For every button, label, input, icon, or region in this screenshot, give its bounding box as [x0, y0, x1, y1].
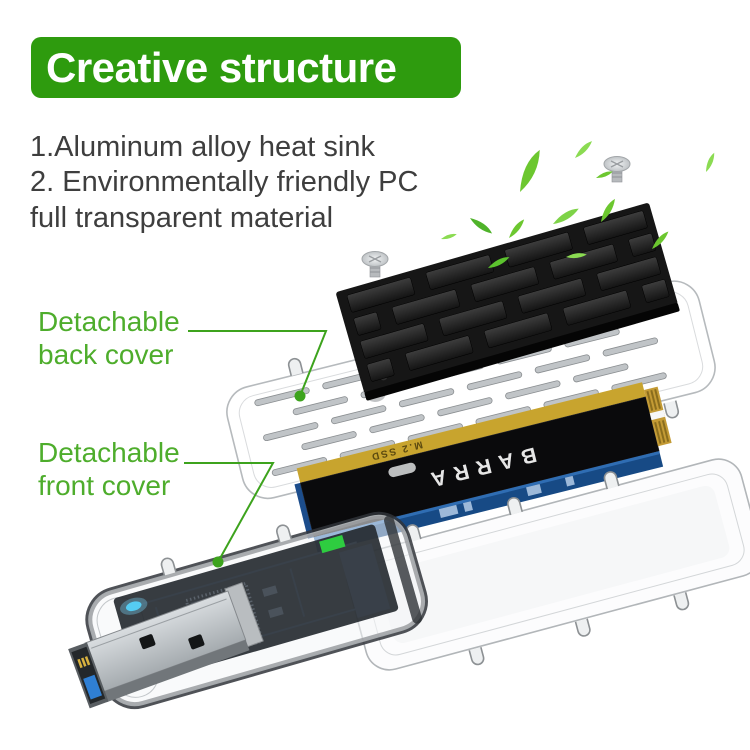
feature-line-1: 1.Aluminum alloy heat sink [30, 131, 375, 163]
leader-line-back-cover [188, 330, 328, 397]
callout-back-line-2: back cover [38, 338, 174, 370]
callout-back-line-1: Detachable [38, 306, 180, 337]
heat-sink-fins [346, 210, 670, 382]
callout-front-line-1: Detachable [38, 437, 180, 468]
title-banner: Creative structure [31, 37, 461, 98]
led-indicator-icon [120, 597, 148, 615]
screw-left-icon [361, 250, 389, 278]
usb-hole [139, 634, 156, 650]
usb-connector [68, 582, 264, 709]
page-title: Creative structure [46, 43, 397, 91]
callout-front-cover: Detachable front cover [38, 437, 180, 503]
m2-socket [338, 543, 391, 618]
feature-line-3: full transparent material [30, 201, 334, 234]
leader-dot-back-cover [294, 390, 306, 402]
leader-dot-front-cover [212, 556, 224, 568]
callout-leaders [184, 330, 328, 563]
usb-opening [68, 642, 109, 709]
usb-hole [188, 634, 205, 650]
screw-right-icon [603, 155, 631, 183]
callout-front-line-2: front cover [38, 469, 171, 501]
green-component [319, 534, 346, 554]
usb3-tongue [83, 674, 103, 700]
feature-list: 1.Aluminum alloy heat sink 2. Environmen… [30, 130, 418, 236]
callout-back-cover: Detachable back cover [38, 306, 180, 372]
ssd-gold-strip [296, 382, 646, 483]
ssd-badge [388, 462, 416, 478]
ssd-connector-fingers [644, 386, 672, 447]
leader-line-front-cover [184, 462, 275, 563]
feature-line-2: 2. Environmentally friendly PC [30, 166, 419, 199]
aluminum-heat-sink [336, 203, 680, 401]
